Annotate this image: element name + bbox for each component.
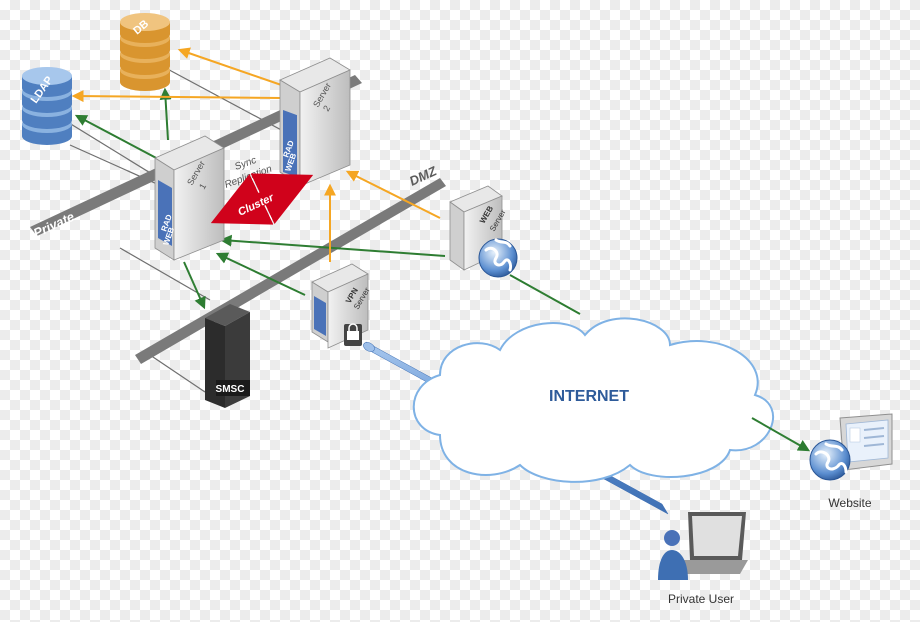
sync-replication-note: Sync Replication — [223, 155, 274, 191]
server1-to-db-arrow — [159, 87, 172, 141]
vpn-server: VPN Server — [311, 263, 372, 349]
server2-to-ldap-arrow — [71, 90, 283, 103]
smsc-device: SMSC — [205, 304, 250, 408]
person-icon — [658, 530, 688, 580]
cluster-arrow: Cluster — [210, 173, 314, 225]
server1-to-ldap-arrow — [74, 114, 161, 161]
green-connections — [74, 87, 811, 452]
server2-number: 2 — [321, 104, 332, 113]
web-server: WEB Server — [449, 185, 518, 278]
website-label: Website — [828, 496, 871, 510]
private-label: Private — [31, 209, 77, 241]
internet-label: INTERNET — [549, 388, 629, 405]
internet-to-webserver-line — [509, 274, 581, 315]
private-user-label: Private User — [668, 592, 734, 606]
webserver-to-server2-arrow — [345, 170, 441, 219]
ldap-stack: LDAP — [22, 67, 72, 145]
server-2: RAD WEB Server 2 — [279, 57, 351, 187]
private-user-node: Private User — [658, 512, 748, 606]
globe-icon — [478, 238, 518, 278]
server-1: RAD WEB Server 1 — [154, 135, 225, 261]
server1-number: 1 — [197, 182, 208, 191]
website-globe-icon — [809, 439, 851, 481]
internet-to-website-arrow — [751, 417, 811, 452]
smsc-label: SMSC — [216, 384, 245, 395]
server1-to-smsc-arrow — [183, 261, 206, 310]
orange-connections — [71, 47, 441, 262]
lock-icon — [344, 323, 362, 346]
internet-cloud: INTERNET — [412, 317, 774, 483]
server2-to-db-arrow — [177, 47, 291, 89]
webserver-to-server1-arrow — [219, 234, 446, 257]
laptop-icon — [676, 512, 748, 574]
monitor-icon — [839, 413, 893, 471]
vpn-to-server1-arrow — [215, 252, 306, 296]
website-node: Website — [809, 413, 893, 510]
db-stack: DB — [120, 13, 170, 91]
